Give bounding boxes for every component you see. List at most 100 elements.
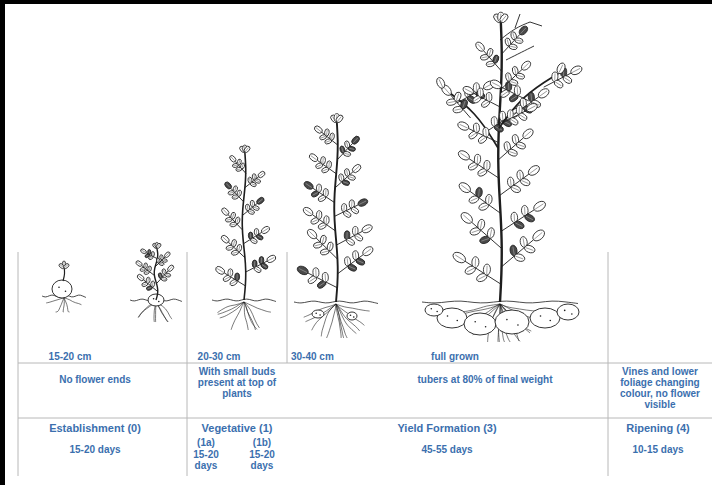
leaflet-vein [470, 133, 476, 137]
leaflet [260, 225, 271, 235]
potato-plant [422, 12, 583, 342]
stem [242, 152, 245, 300]
tuber-eye [447, 315, 449, 317]
leaflet-blade [474, 41, 486, 53]
leaflet [498, 12, 509, 24]
leaflet-blade [484, 160, 491, 170]
root [306, 304, 336, 322]
tuber-eye [153, 298, 155, 300]
leaflet-blade [492, 54, 500, 64]
leaflet-vein [470, 164, 476, 167]
leaflet-vein [526, 216, 533, 220]
leaflet [320, 156, 326, 164]
leaflet-vein [252, 201, 254, 206]
leaflet-blade [235, 273, 240, 281]
grid-line [287, 252, 288, 363]
leaflet-blade [236, 244, 242, 252]
leaflet [486, 92, 492, 101]
leaflet-vein [337, 117, 341, 122]
leaflet [256, 234, 264, 241]
leaflet-vein [481, 239, 489, 242]
leaflet-vein [517, 87, 518, 94]
leaflet-blade [509, 43, 518, 50]
root [336, 304, 341, 338]
leaflet-vein [514, 214, 515, 222]
leaflet-blade [510, 184, 522, 194]
leaflet [162, 258, 168, 263]
leaflet-vein [149, 250, 150, 253]
leaflet [147, 266, 151, 272]
leaflet [486, 48, 494, 58]
leaflet [520, 59, 533, 71]
frame-bar [0, 0, 712, 4]
leaflet [146, 277, 151, 284]
leaflet-vein [488, 196, 490, 204]
leaflet-vein [515, 256, 523, 259]
leaflet-blade [250, 237, 258, 244]
leaflet-vein [501, 16, 506, 22]
leaflet-blade [228, 269, 233, 277]
leaflet [148, 249, 151, 254]
leaflet-vein [516, 40, 522, 41]
leaflet-vein [252, 240, 256, 242]
root [46, 298, 64, 303]
leaflet-vein [512, 187, 519, 190]
grid-line [187, 252, 188, 476]
leaflet-vein [523, 63, 529, 69]
root [244, 302, 259, 328]
leaflet-vein [344, 153, 349, 154]
leaflet-vein [515, 223, 522, 227]
stage-height: 30-40 cm [291, 351, 351, 362]
leaflet-blade [451, 250, 467, 265]
leaf-stalk [501, 69, 522, 89]
leaflet-blade [234, 217, 240, 225]
leaflet-vein [315, 269, 316, 276]
leaflet-blade [515, 72, 525, 80]
leaflet [459, 210, 474, 225]
leaflet-vein [554, 73, 555, 80]
leaflet-vein [230, 270, 231, 276]
leaflet-blade [507, 148, 518, 157]
leaflet [230, 212, 236, 220]
tuber-eye [485, 326, 487, 328]
leaflet-blade [457, 181, 472, 195]
leaflet-blade [475, 187, 482, 198]
grid-line [18, 252, 19, 476]
leaflet-vein [477, 156, 478, 163]
leaflet-blade [477, 88, 483, 97]
leaflet-blade [236, 159, 241, 166]
root [64, 298, 70, 312]
leaflet-vein [460, 124, 468, 128]
leaflet-vein [322, 158, 324, 163]
leaflet [477, 88, 483, 97]
leaflet-vein [508, 83, 509, 90]
tuber-eye [474, 321, 476, 323]
leaflet [341, 179, 350, 186]
leaflet-blade [350, 206, 360, 215]
leaflet-vein [342, 147, 344, 152]
leaflet [252, 205, 260, 211]
leaflet-vein [510, 46, 516, 47]
leaflet-vein [347, 170, 348, 175]
leaflet-blade [224, 181, 233, 190]
leaflet [161, 277, 167, 282]
leaflet-blade [220, 207, 230, 217]
leaflet [456, 120, 470, 132]
leaflet-vein [460, 153, 468, 158]
leaflet-vein [239, 160, 240, 164]
leaflet-vein [319, 197, 324, 200]
plants [42, 12, 583, 342]
stem [498, 22, 501, 302]
root [304, 304, 336, 317]
leaflet-blade [243, 145, 251, 153]
leaflet-vein [526, 248, 534, 251]
leaflet [324, 129, 330, 137]
leaflet-vein [139, 276, 143, 279]
leaflet-vein [352, 209, 357, 212]
leaflet-vein [231, 281, 236, 284]
leaflet-vein [485, 129, 487, 136]
root [244, 302, 255, 330]
leaflet [435, 76, 446, 89]
leaflet-blade [347, 263, 358, 272]
